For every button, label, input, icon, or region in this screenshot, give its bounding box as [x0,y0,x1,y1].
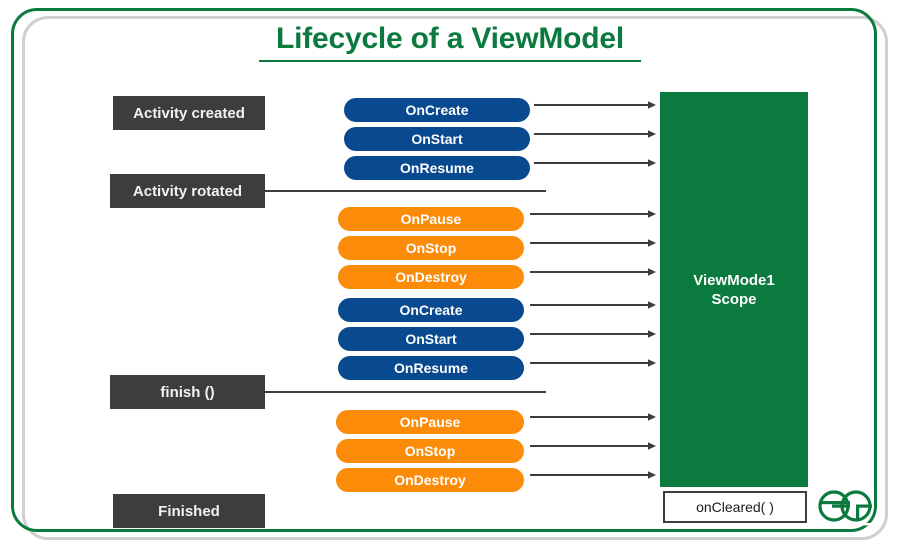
lifecycle-pill-oncreate: OnCreate [338,298,524,322]
frame-shadow [22,16,888,540]
state-connector-line [265,190,546,192]
lifecycle-pill-onstart: OnStart [338,327,524,351]
lifecycle-pill-onresume: OnResume [338,356,524,380]
page-title-underline [259,60,641,62]
lifecycle-pill-oncreate: OnCreate [344,98,530,122]
viewmodel-scope-line2: Scope [711,290,757,308]
state-box: Activity created [113,96,265,130]
flow-arrow [530,238,656,248]
flow-arrow [530,267,656,277]
flow-arrow [534,158,656,168]
viewmodel-scope-box: ViewMode1 Scope [660,92,808,487]
flow-arrow [530,470,656,480]
lifecycle-pill-ondestroy: OnDestroy [338,265,524,289]
page-title: Lifecycle of a ViewModel [275,22,625,55]
lifecycle-pill-onpause: OnPause [336,410,524,434]
on-cleared-box: onCleared( ) [663,491,807,523]
flow-arrow [530,441,656,451]
lifecycle-pill-onstart: OnStart [344,127,530,151]
flow-arrow [530,358,656,368]
viewmodel-scope-line1: ViewMode1 [693,271,775,289]
flow-arrow [534,129,656,139]
lifecycle-pill-onstop: OnStop [336,439,524,463]
lifecycle-pill-onstop: OnStop [338,236,524,260]
state-box: finish () [110,375,265,409]
state-box: Finished [113,494,265,528]
flow-arrow [530,300,656,310]
geeksforgeeks-logo [812,482,880,528]
flow-arrow [530,209,656,219]
flow-arrow [530,329,656,339]
lifecycle-pill-onpause: OnPause [338,207,524,231]
lifecycle-pill-ondestroy: OnDestroy [336,468,524,492]
state-connector-line [265,391,546,393]
lifecycle-pill-onresume: OnResume [344,156,530,180]
flow-arrow [534,100,656,110]
state-box: Activity rotated [110,174,265,208]
flow-arrow [530,412,656,422]
frame-border [11,8,877,532]
